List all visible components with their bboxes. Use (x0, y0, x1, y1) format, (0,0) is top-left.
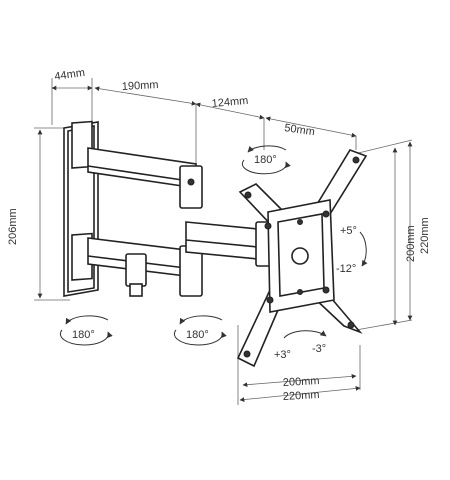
dim-44mm: 44mm (54, 67, 86, 83)
dim-50mm: 50mm (284, 122, 316, 138)
angle-level-plus: +3° (274, 349, 291, 361)
tilt-indicator (359, 231, 368, 267)
wall-plate (63, 120, 99, 297)
dimension-lines (34, 78, 413, 405)
dim-124mm: 124mm (211, 95, 249, 110)
level-indicator (283, 330, 327, 339)
upper-arm (87, 147, 203, 209)
angle-tilt-up: +5° (340, 225, 357, 237)
swivel-top-indicator (241, 145, 291, 175)
dim-206mm: 206mm (7, 208, 19, 245)
angle-swivel-top: 180° (254, 154, 277, 166)
dim-220mm-horizontal: 220mm (283, 389, 320, 403)
angle-level-minus: -3° (312, 343, 326, 355)
dim-220mm-vertical: 220mm (419, 217, 431, 254)
angle-swivel-mid: 180° (186, 329, 209, 341)
dim-190mm: 190mm (122, 79, 159, 93)
swivel-mid-indicator (173, 315, 227, 346)
dim-200mm-horizontal: 200mm (283, 375, 320, 389)
angle-tilt-down: -12° (336, 263, 356, 275)
vesa-plate (236, 149, 368, 368)
lower-arm (87, 237, 203, 297)
dim-200mm-vertical: 200mm (405, 225, 417, 262)
swivel-left-indicator (59, 315, 113, 346)
angle-swivel-left: 180° (72, 329, 95, 341)
